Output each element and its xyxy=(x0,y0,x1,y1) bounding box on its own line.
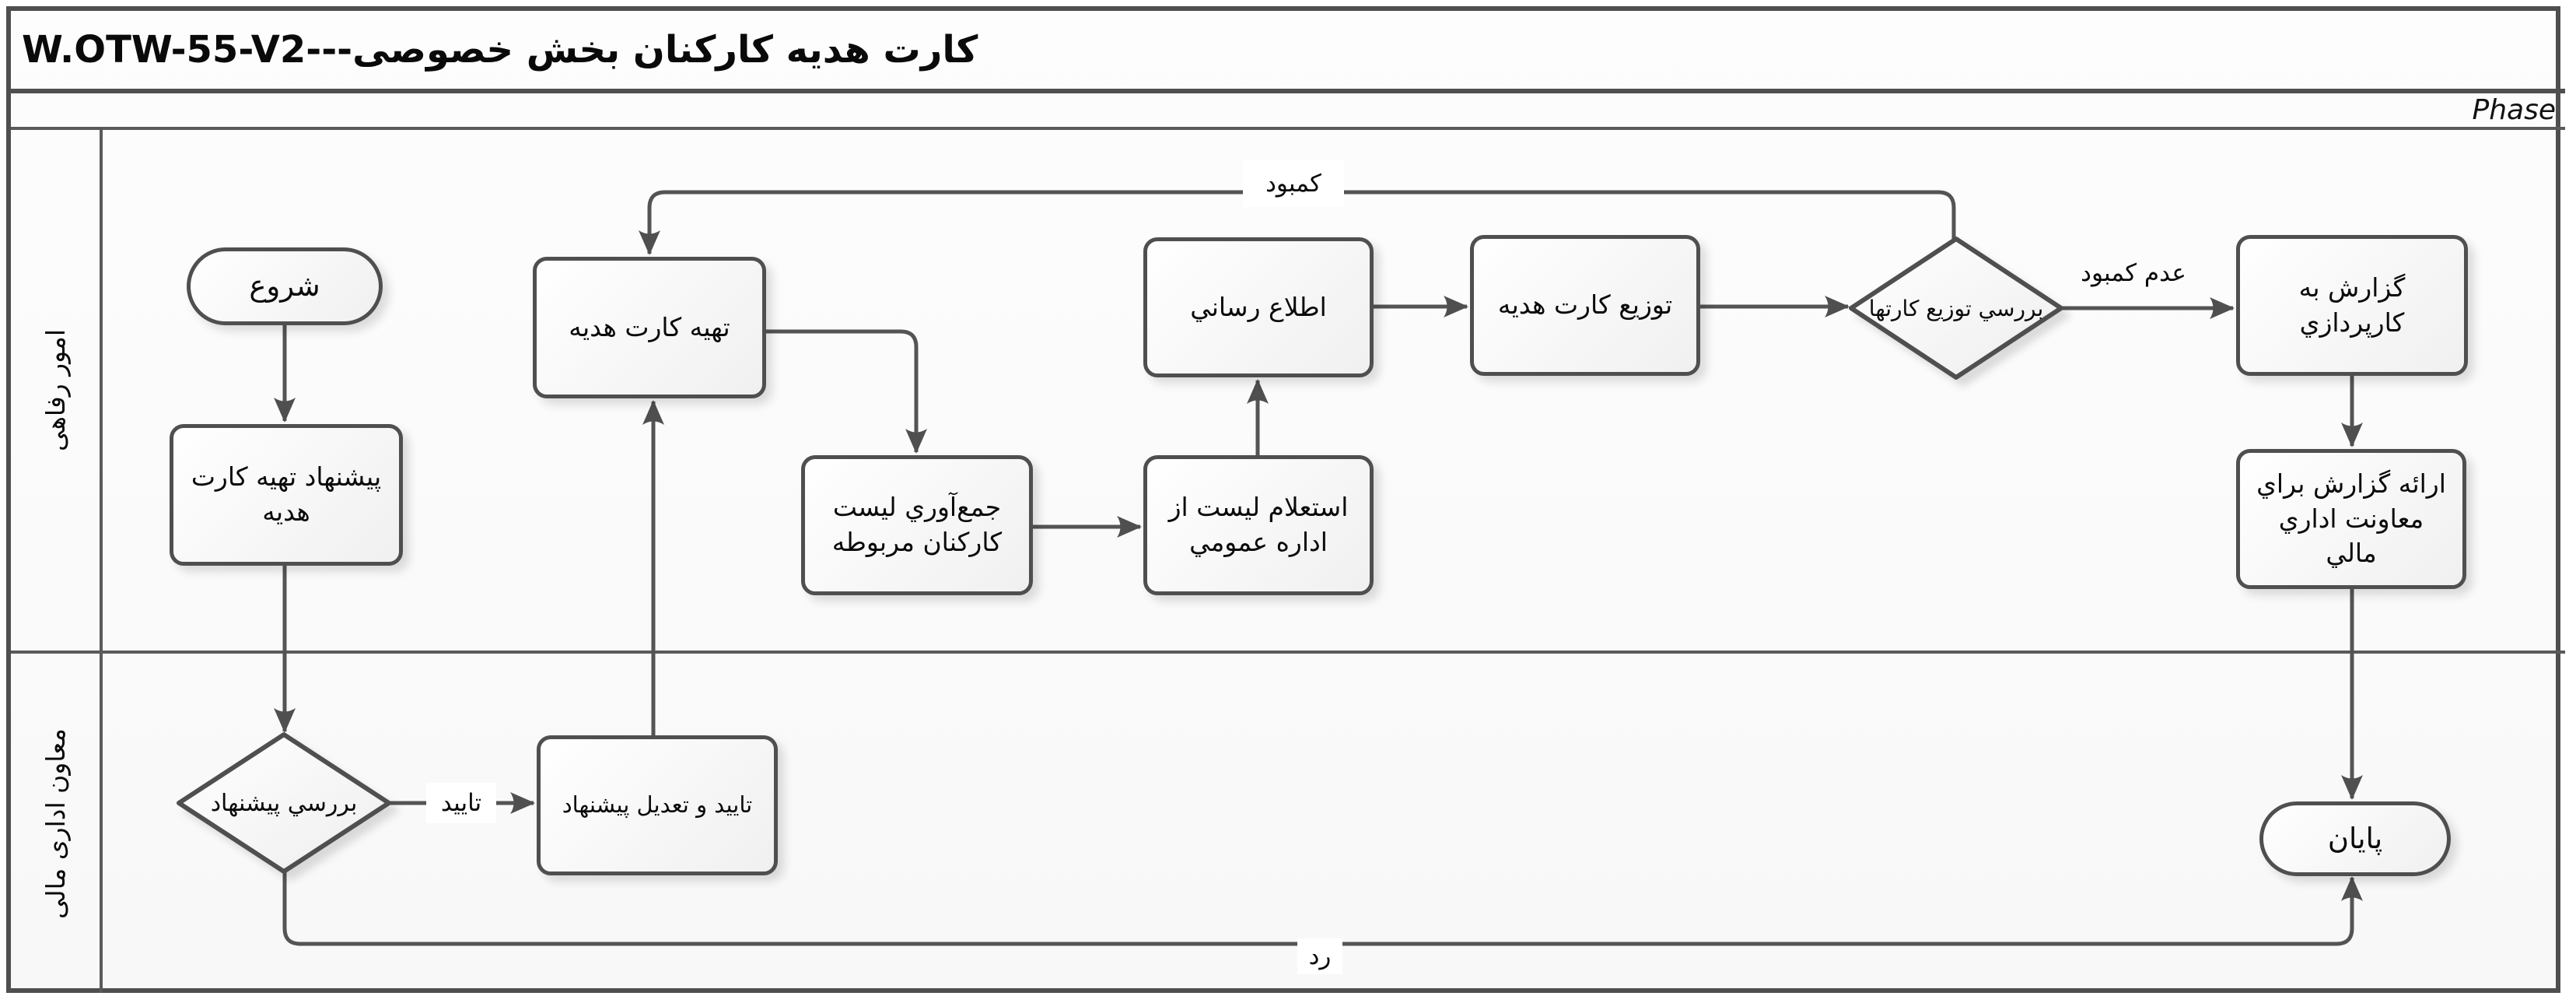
edge-rejected-to-end xyxy=(282,871,2363,946)
title-band: كارت هديه كاركنان بخش خصوصی---W.OTW-55-V… xyxy=(11,11,2565,93)
process-approve-adjust-proposal: تاييد و تعديل پيشنهاد xyxy=(537,735,778,875)
end-node: پایان xyxy=(2259,801,2451,876)
edge-label-no-shortage: عدم كمبود xyxy=(2081,259,2186,287)
decision-review-proposal-label: بررسي پيشنهاد xyxy=(210,789,358,817)
lane-divider xyxy=(11,651,2565,654)
decision-review-card-distribution-shape xyxy=(1849,237,2063,380)
process-collect-employee-list: جمع‌آوري ليست كاركنان مربوطه xyxy=(801,455,1033,595)
process-present-report-deputy: ارائه گزارش براي معاونت اداري مالي xyxy=(2236,449,2466,589)
process-inform: اطلاع رساني xyxy=(1143,237,1374,377)
lane-header-divider xyxy=(100,130,103,993)
process-prepare-gift-card: تهیه کارت هدیه xyxy=(533,257,766,398)
process-report-to-procurement: گزارش به كارپردازي xyxy=(2236,235,2468,376)
page-title: كارت هديه كاركنان بخش خصوصی---W.OTW-55-V… xyxy=(22,28,978,72)
start-node: شروع xyxy=(187,247,383,325)
decision-review-proposal-shape xyxy=(177,732,391,874)
edge-label-shortage: كمبود xyxy=(1243,160,1344,207)
process-inquiry-list-general-office: استعلام ليست از اداره عمومي xyxy=(1143,455,1374,595)
process-propose-gift-card: پیشنهاد تهیه کارت هدیه xyxy=(170,424,403,566)
phase-band: Phase xyxy=(11,93,2565,130)
edge-label-rejected: رد xyxy=(1297,938,1342,974)
phase-label: Phase xyxy=(2472,94,2557,126)
edge-prepare-to-collect xyxy=(766,329,927,454)
decision-review-card-distribution-label: بررسي توزيع كارتها xyxy=(1868,295,2044,321)
process-distribute-gift-card: توزيع كارت هديه xyxy=(1470,235,1700,376)
edge-label-approved: تایید xyxy=(426,783,496,823)
